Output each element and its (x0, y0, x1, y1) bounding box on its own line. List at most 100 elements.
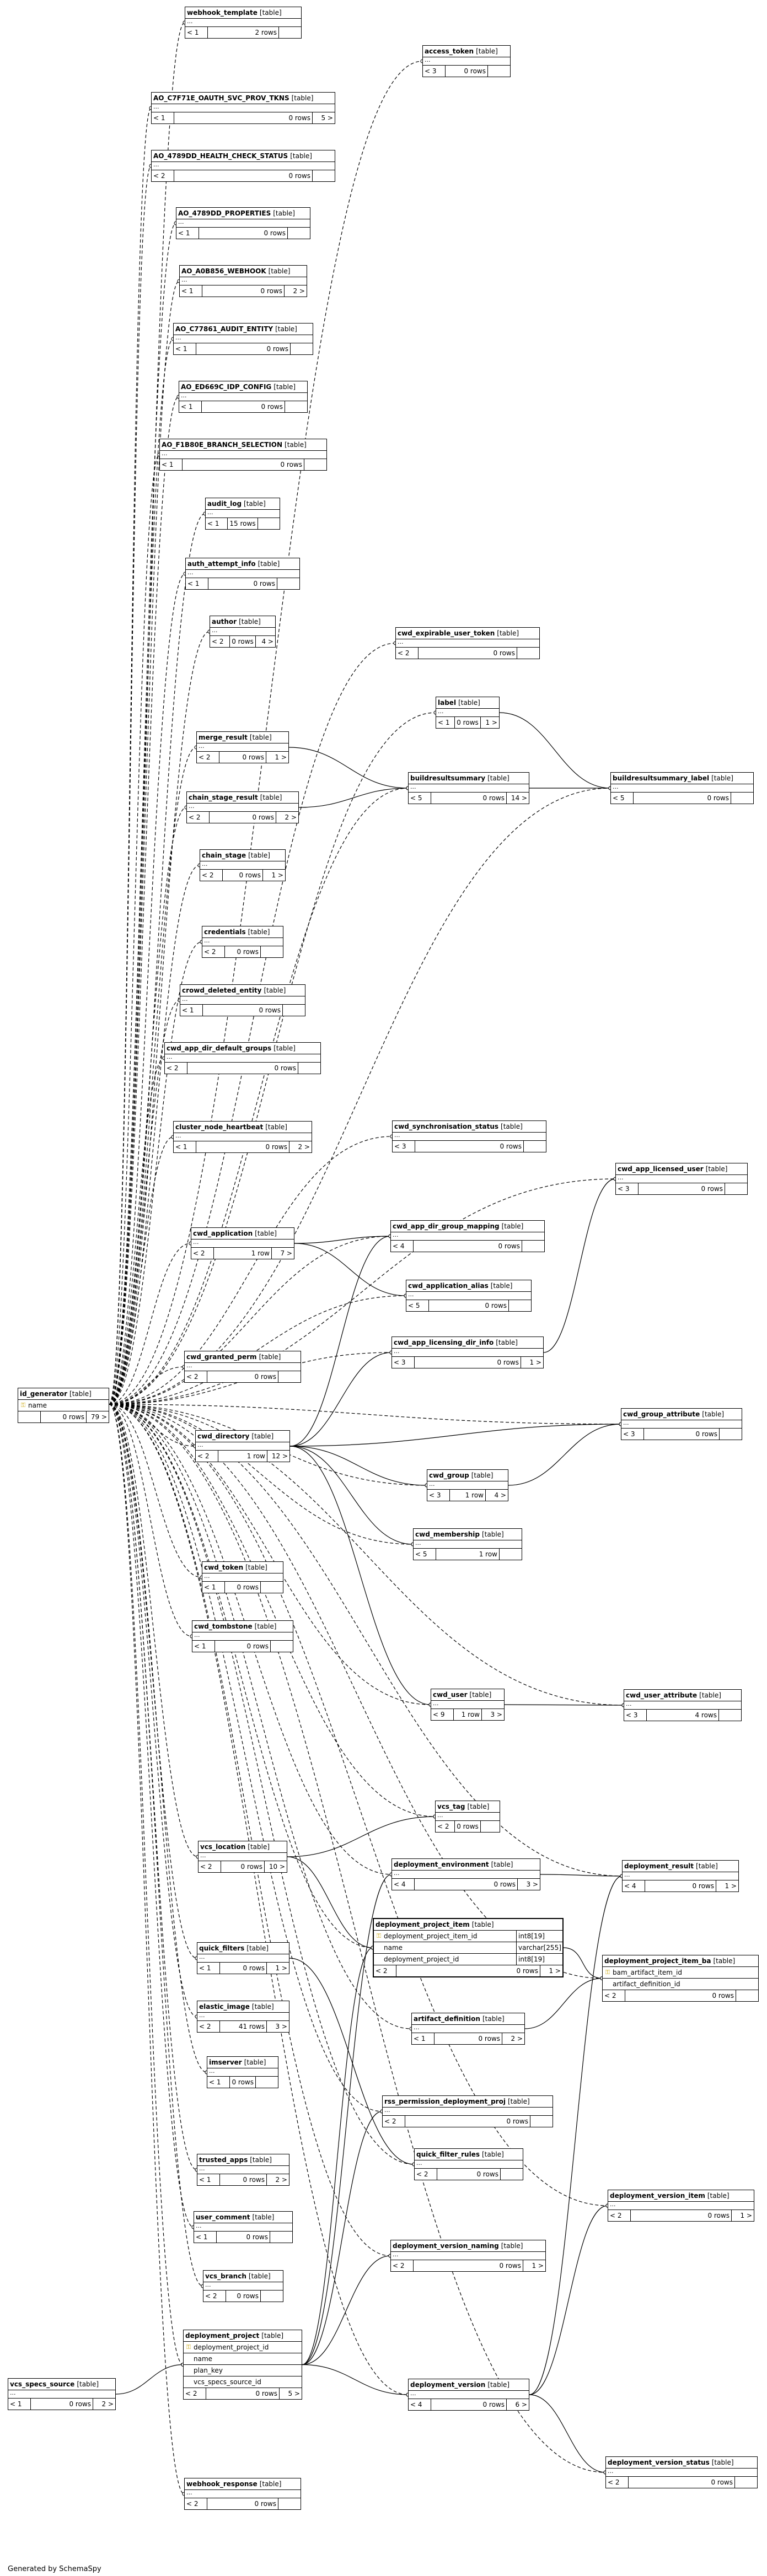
table-header[interactable]: quick_filter_rules[table] (415, 2149, 523, 2160)
table-header[interactable]: elastic_image[table] (197, 2001, 289, 2013)
children-count[interactable]: 2 > (502, 2033, 524, 2044)
collapsed-columns[interactable]: ... (185, 2489, 301, 2498)
children-count[interactable] (312, 170, 335, 181)
collapsed-columns[interactable]: ... (191, 1239, 294, 1248)
collapsed-columns[interactable]: ... (391, 2251, 545, 2260)
children-count[interactable]: 2 > (266, 2174, 289, 2185)
collapsed-columns[interactable]: ... (608, 2201, 754, 2210)
table-header[interactable]: deployment_version[table] (409, 2379, 529, 2391)
column-row[interactable]: ⚿bam_artifact_item_id (603, 1967, 758, 1979)
table-header[interactable]: cwd_application_alias[table] (406, 1280, 531, 1292)
table-header[interactable]: AO_4789DD_PROPERTIES[table] (176, 208, 310, 219)
collapsed-columns[interactable]: ... (606, 2468, 757, 2477)
table-ao-c7f71e[interactable]: AO_C7F71E_OAUTH_SVC_PROV_TKNS[table]...<… (151, 92, 335, 124)
table-header[interactable]: author[table] (210, 616, 275, 628)
children-count[interactable] (270, 2232, 292, 2243)
parents-count[interactable]: < 2 (165, 1063, 187, 1074)
table-header[interactable]: AO_A0B856_WEBHOOK[table] (180, 266, 307, 277)
collapsed-columns[interactable]: ... (431, 1700, 504, 1709)
table-header[interactable]: quick_filters[table] (197, 1943, 289, 1954)
children-count[interactable]: 2 > (93, 2399, 115, 2410)
table-header[interactable]: access_token[table] (423, 46, 510, 57)
table-header[interactable]: imserver[table] (207, 2057, 278, 2068)
table-header[interactable]: label[table] (436, 697, 499, 709)
table-header[interactable]: user_comment[table] (194, 2212, 292, 2223)
children-count[interactable]: 10 > (264, 1861, 287, 1872)
parents-count[interactable]: < 2 (184, 2388, 206, 2399)
children-count[interactable] (719, 1429, 742, 1440)
column-row[interactable]: artifact_definition_id (603, 1979, 758, 1990)
parents-count[interactable]: < 1 (180, 1005, 203, 1016)
parents-count[interactable]: < 3 (616, 1183, 639, 1194)
table-header[interactable]: merge_result[table] (197, 732, 288, 743)
children-count[interactable]: 7 > (271, 1248, 294, 1259)
children-count[interactable] (257, 518, 280, 529)
parents-count[interactable]: < 2 (196, 1451, 218, 1462)
children-count[interactable] (290, 343, 313, 354)
collapsed-columns[interactable]: ... (202, 937, 283, 946)
children-count[interactable] (530, 2116, 553, 2127)
parents-count[interactable]: < 3 (423, 66, 446, 77)
table-header[interactable]: AO_F1B80E_BRANCH_SELECTION[table] (160, 439, 326, 451)
children-count[interactable] (277, 578, 299, 589)
parents-count[interactable]: < 1 (436, 717, 455, 728)
children-count[interactable]: 14 > (506, 793, 529, 804)
children-count[interactable] (480, 1821, 500, 1832)
children-count[interactable]: 2 > (276, 812, 298, 823)
table-header[interactable]: chain_stage_result[table] (187, 792, 298, 804)
table-header[interactable]: cluster_node_heartbeat[table] (174, 1122, 312, 1133)
column-row[interactable]: vcs_specs_source_id (184, 2376, 302, 2388)
parents-count[interactable]: < 2 (608, 2210, 631, 2221)
children-count[interactable] (278, 27, 301, 38)
parents-count[interactable]: < 2 (152, 170, 174, 181)
column-row[interactable]: ⚿deployment_project_id (184, 2342, 302, 2353)
collapsed-columns[interactable]: ... (393, 1132, 546, 1141)
children-count[interactable] (270, 1641, 293, 1652)
table-header[interactable]: deployment_project_item_ba[table] (603, 1955, 758, 1967)
collapsed-columns[interactable]: ... (412, 2024, 524, 2033)
collapsed-columns[interactable]: ... (383, 2107, 553, 2116)
table-header[interactable]: audit_log[table] (206, 498, 280, 510)
column-row[interactable]: plan_key (184, 2365, 302, 2376)
parents-count[interactable]: < 4 (623, 1880, 645, 1891)
children-count[interactable]: 1 > (266, 1963, 289, 1974)
collapsed-columns[interactable]: ... (180, 996, 305, 1005)
children-count[interactable]: 5 > (312, 112, 335, 123)
collapsed-columns[interactable]: ... (179, 392, 307, 401)
parents-count[interactable]: < 9 (431, 1709, 454, 1720)
children-count[interactable] (508, 1300, 531, 1311)
parents-count[interactable]: < 2 (203, 2291, 226, 2302)
parents-count[interactable]: < 2 (383, 2116, 405, 2127)
collapsed-columns[interactable]: ... (436, 708, 499, 717)
table-header[interactable]: cwd_application[table] (191, 1228, 294, 1240)
table-header[interactable]: deployment_version_naming[table] (391, 2240, 545, 2252)
table-header[interactable]: id_generator[table] (18, 1388, 109, 1400)
collapsed-columns[interactable]: ... (186, 569, 299, 578)
children-count[interactable] (255, 2077, 278, 2088)
table-header[interactable]: webhook_response[table] (185, 2478, 301, 2490)
collapsed-columns[interactable]: ... (197, 743, 288, 752)
collapsed-columns[interactable]: ... (8, 2390, 115, 2399)
children-count[interactable] (260, 2291, 283, 2302)
table-header[interactable]: cwd_user_attribute[table] (624, 1690, 741, 1701)
collapsed-columns[interactable]: ... (192, 1632, 293, 1641)
